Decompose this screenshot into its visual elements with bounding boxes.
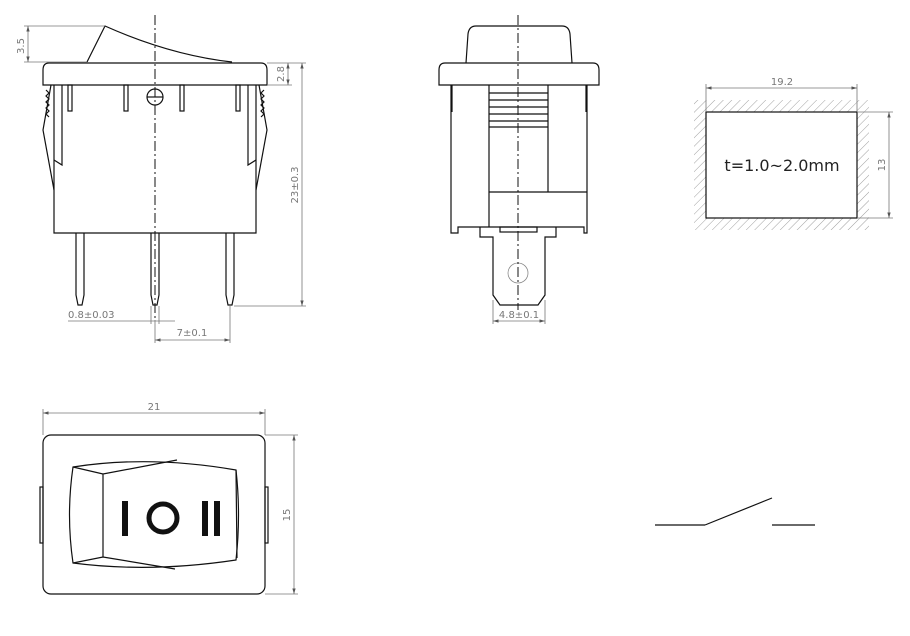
dim-total-height: 23±0.3 — [290, 166, 301, 203]
symbol-on — [122, 501, 128, 536]
rocker-cap — [465, 25, 573, 64]
terminal — [479, 227, 557, 306]
dim-rocker-height: 3.5 — [16, 38, 27, 54]
dim-cutout-height: 13 — [877, 159, 888, 172]
dim-terminal-width: 4.8±0.1 — [499, 310, 539, 321]
rocker-profile — [86, 25, 233, 63]
right-serration — [260, 89, 265, 118]
panel-cutout: 19.2 13 t=1.0~2.0mm — [694, 77, 893, 230]
dim-pin-pitch: 7±0.1 — [177, 328, 208, 339]
side-view: 4.8±0.1 — [438, 15, 600, 324]
dim-top-width: 21 — [148, 402, 161, 413]
front-view: 3.5 2.8 23±0.3 0.8±0.03 7±0.1 — [16, 15, 306, 343]
rocker-outline — [68, 461, 240, 568]
top-view: 21 15 — [39, 402, 298, 595]
dim-top-height: 15 — [282, 509, 293, 522]
dim-pin-thickness: 0.8±0.03 — [68, 310, 115, 321]
right-clip — [247, 84, 268, 191]
symbol-on2-a — [202, 501, 208, 536]
cutout-rect — [705, 111, 858, 219]
left-clip — [42, 84, 63, 191]
dim-cutout-width: 19.2 — [771, 77, 793, 88]
dim-flange-thickness: 2.8 — [276, 66, 287, 82]
rocker-facets — [72, 459, 238, 570]
panel-thickness-label: t=1.0~2.0mm — [724, 156, 839, 175]
flange — [438, 62, 600, 86]
symbol-off — [146, 501, 180, 535]
frame — [42, 434, 266, 595]
left-serration — [45, 89, 50, 118]
symbol-on2-b — [214, 501, 220, 536]
spst-switch-symbol — [655, 497, 815, 526]
